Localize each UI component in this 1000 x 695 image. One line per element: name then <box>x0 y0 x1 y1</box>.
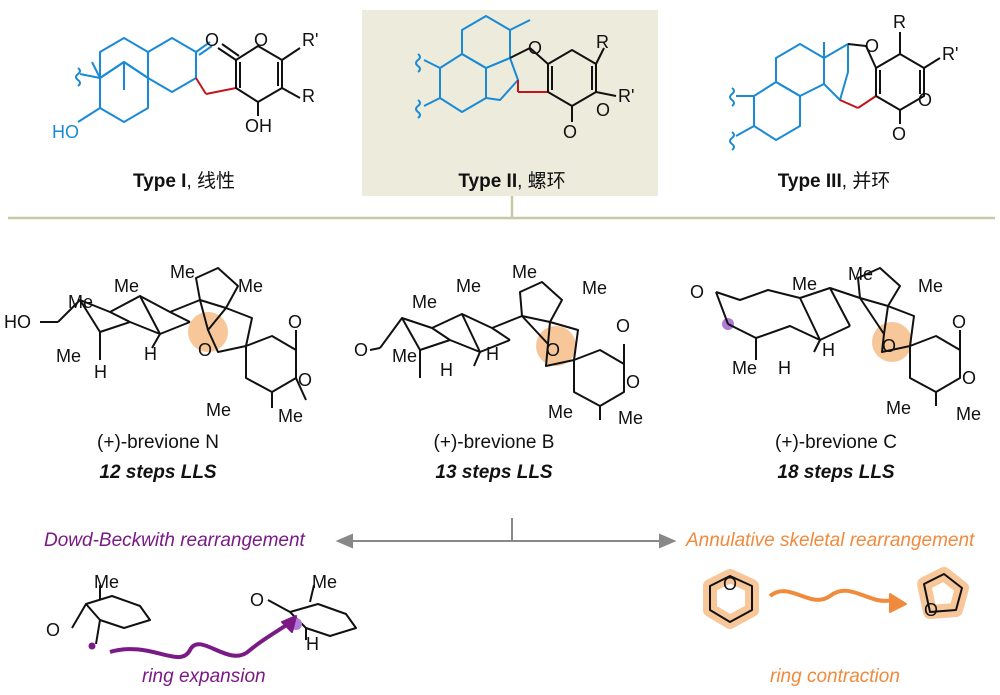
atom-label-h: H <box>486 344 499 364</box>
atom-label-h: H <box>306 634 319 654</box>
dowd-beckwith-scheme <box>71 584 357 660</box>
atom-label-me: Me <box>94 572 120 592</box>
steps-brevione-b: 13 steps LLS <box>435 462 553 483</box>
atom-label-h: H <box>144 344 157 364</box>
steps-brevione-n: 12 steps LLS <box>99 462 217 483</box>
atom-label-oh: OH <box>245 116 272 136</box>
divider <box>8 196 995 220</box>
atom-label-me: Me <box>956 404 982 424</box>
type-iii-name: Type III <box>777 171 842 192</box>
brevione-n-structure <box>40 267 307 408</box>
type-ii-desc: , 螺环 <box>517 171 566 192</box>
atom-label-o: O <box>924 600 939 620</box>
atom-label-o: O <box>198 340 213 360</box>
atom-label-me: Me <box>312 572 338 592</box>
type-ii-structure <box>415 15 617 122</box>
type-iii-desc: , 并环 <box>841 171 891 192</box>
atom-label-me: Me <box>792 274 818 294</box>
type-i-structure <box>75 37 301 123</box>
brevione-c-structure <box>715 267 961 406</box>
atom-label-o: O <box>918 90 933 110</box>
atom-label-me: Me <box>170 262 196 282</box>
atom-label-me: Me <box>732 358 758 378</box>
atom-label-o: O <box>354 340 369 360</box>
atom-label-me: Me <box>848 264 874 284</box>
atom-label-h: H <box>94 362 107 382</box>
atom-label-o: O <box>962 368 977 388</box>
atom-label-me: Me <box>278 406 304 426</box>
atom-label-me: Me <box>582 278 608 298</box>
atom-label-o: O <box>288 312 303 332</box>
atom-label-o: O <box>205 30 220 50</box>
atom-label-o: O <box>723 574 738 594</box>
atom-label-me: Me <box>56 346 82 366</box>
atom-label-o: O <box>563 122 578 142</box>
type-i-label: Type I, 线性 <box>34 166 334 193</box>
brevione-b-structure <box>369 281 625 420</box>
atom-label-o: O <box>254 30 269 50</box>
atom-label-h: H <box>440 360 453 380</box>
atom-label-o: O <box>952 312 967 332</box>
atom-label-me: Me <box>918 276 944 296</box>
atom-label-o: O <box>892 124 907 144</box>
compound-name-brevione-b: (+)-brevione B <box>433 432 555 453</box>
atom-label-me: Me <box>206 400 232 420</box>
ring-contraction-caption: ring contraction <box>770 666 900 687</box>
type-iii-structure <box>729 32 941 151</box>
atom-label-o: O <box>882 336 897 356</box>
atom-label-o: O <box>865 36 880 56</box>
atom-label-o: O <box>528 38 543 58</box>
atom-label-o: O <box>596 100 611 120</box>
atom-label-ho: HO <box>52 122 79 142</box>
ring-expansion-caption: ring expansion <box>142 666 266 687</box>
atom-label-o: O <box>250 590 265 610</box>
compound-name-brevione-c: (+)-brevione C <box>775 432 897 453</box>
atom-label-me: Me <box>412 292 438 312</box>
atom-label-r: R <box>596 32 609 52</box>
atom-label-ho: HO <box>4 312 31 332</box>
dowd-beckwith-title: Dowd-Beckwith rearrangement <box>44 530 305 551</box>
atom-label-h: H <box>778 358 791 378</box>
atom-label-me: Me <box>456 276 482 296</box>
bottom-arrows <box>335 518 677 549</box>
atom-label-r: R <box>893 12 906 32</box>
atom-label-me: Me <box>68 292 94 312</box>
atom-label-o: O <box>626 372 641 392</box>
atom-label-o: O <box>298 370 313 390</box>
atom-label-r: R <box>302 86 315 106</box>
atom-label-o: O <box>46 620 61 640</box>
atom-label-me: Me <box>618 408 644 428</box>
type-iii-label: Type III, 并环 <box>684 166 984 193</box>
atom-label-me: Me <box>886 398 912 418</box>
ring-contraction-scheme <box>703 567 969 629</box>
atom-label-me: Me <box>548 402 574 422</box>
atom-label-o: O <box>616 316 631 336</box>
atom-label-me: Me <box>512 262 538 282</box>
annulative-rearrangement-title: Annulative skeletal rearrangement <box>686 530 975 551</box>
atom-label-me: Me <box>238 276 264 296</box>
atom-label-o: O <box>546 340 561 360</box>
type-i-name: Type I <box>132 171 187 192</box>
atom-label-r-prime: R' <box>618 86 635 106</box>
type-i-desc: , 线性 <box>186 171 236 192</box>
type-ii-label: Type II, 螺环 <box>362 166 662 193</box>
atom-label-me: Me <box>392 346 418 366</box>
atom-label-r-prime: R' <box>302 30 319 50</box>
steps-brevione-c: 18 steps LLS <box>777 462 895 483</box>
atom-label-h: H <box>822 340 835 360</box>
atom-label-r-prime: R' <box>942 44 959 64</box>
type-ii-name: Type II <box>458 171 518 192</box>
atom-label-o: O <box>690 282 705 302</box>
atom-label-me: Me <box>114 276 140 296</box>
compound-name-brevione-n: (+)-brevione N <box>97 432 219 453</box>
